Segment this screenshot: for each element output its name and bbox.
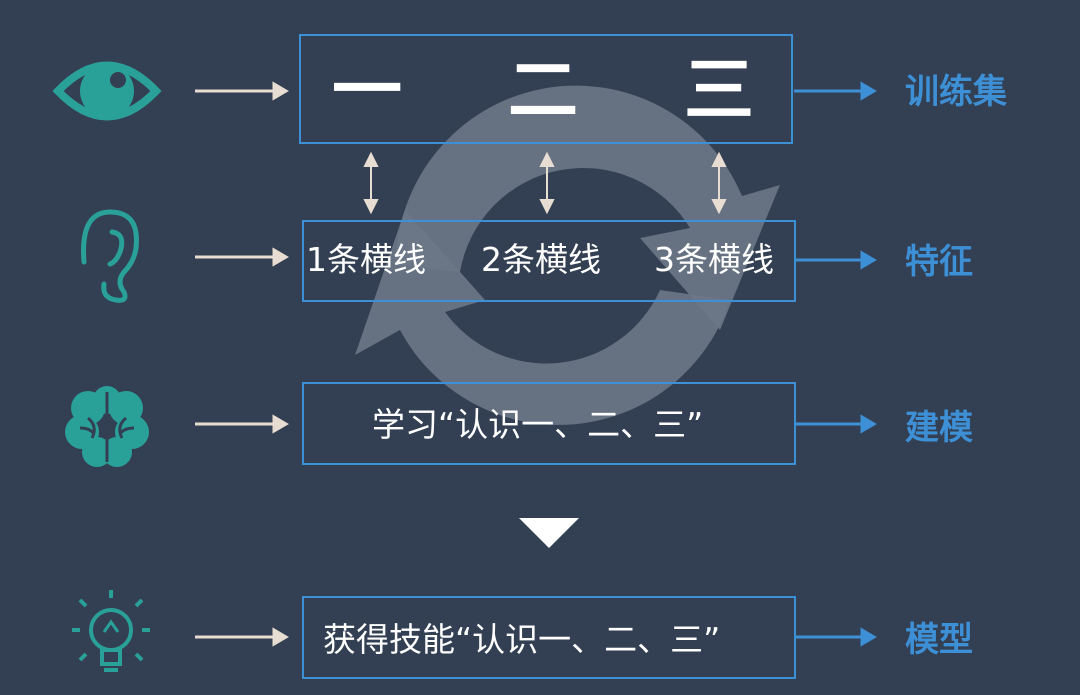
modeling-box: [302, 382, 796, 465]
training-set-box: [299, 34, 793, 144]
model-text: 获得技能“认识一、二、三”: [323, 620, 721, 659]
feature-3: 3条横线: [654, 240, 774, 279]
feature-2: 2条横线: [481, 240, 601, 279]
model-box: [302, 596, 796, 679]
features-box: [302, 220, 796, 302]
label-features: 特征: [905, 242, 973, 282]
label-modeling: 建模: [905, 408, 973, 448]
label-training-set: 训练集: [905, 72, 1007, 112]
char-two: 二: [508, 48, 578, 131]
label-model: 模型: [905, 620, 973, 660]
char-one: 一: [332, 48, 402, 131]
feature-1: 1条横线: [306, 240, 426, 279]
modeling-text: 学习“认识一、二、三”: [372, 405, 704, 444]
char-three: 三: [684, 48, 754, 131]
